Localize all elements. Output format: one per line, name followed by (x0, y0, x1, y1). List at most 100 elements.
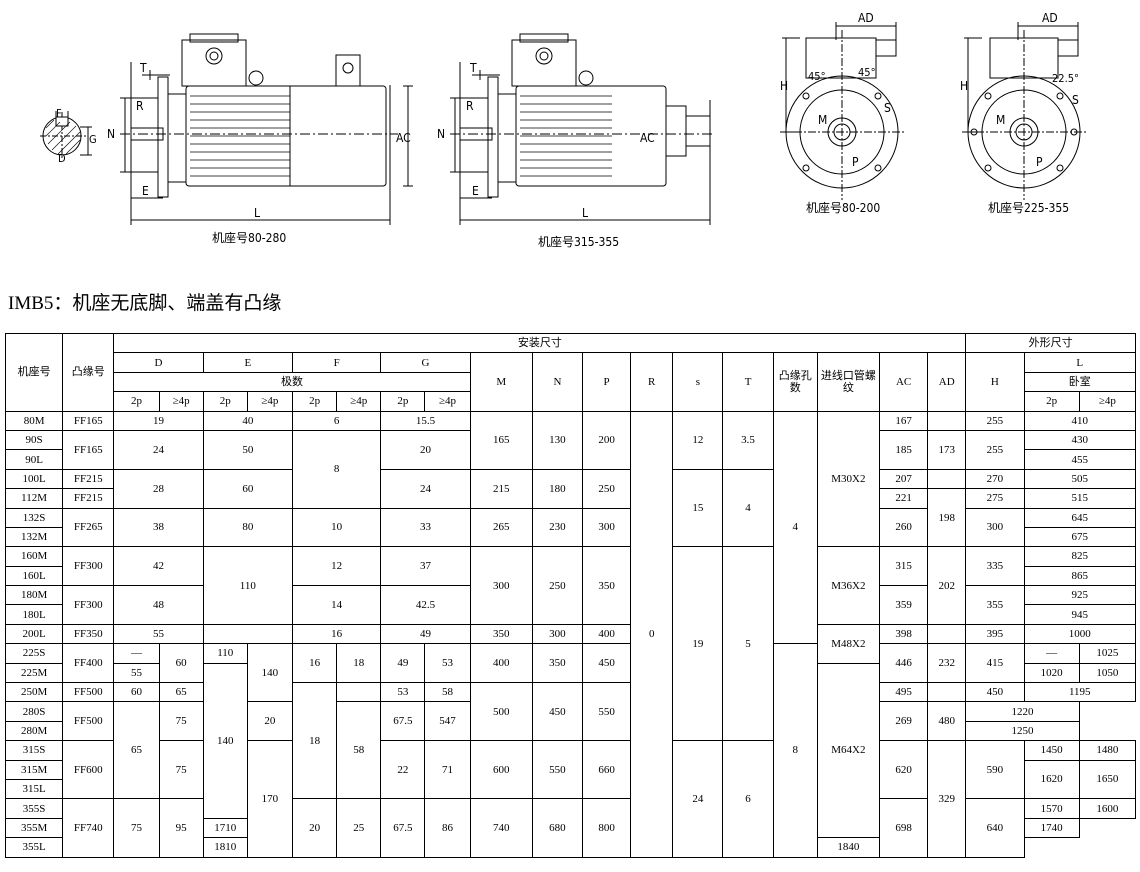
v3-caption: 机座号80-200 (806, 200, 880, 215)
D-cell: 28 (113, 468, 204, 509)
s-cell: 12 (672, 410, 724, 470)
F-cell: 6 (291, 410, 382, 431)
H-cell: 300 (965, 507, 1025, 548)
flange-cell: FF500 (62, 701, 115, 742)
N-cell: 130 (531, 410, 584, 470)
frame-cell: 355S (4, 798, 64, 819)
L-cell: 1195 (1023, 682, 1136, 703)
G-2p-cell: 53 (380, 682, 426, 703)
end-view-225-355: AD H M S P 22.5° 机座号225-355 (960, 11, 1088, 215)
L-cell: 825 (1023, 546, 1136, 567)
v4-label-AD: AD (1042, 11, 1058, 25)
header-flange: 凸缘号 (62, 333, 115, 412)
N-cell: 450 (531, 682, 584, 742)
header-thread: 进线口管螺纹 (816, 352, 881, 412)
header-install: 安装尺寸 (113, 332, 967, 354)
header-G-2p: 2p (380, 391, 426, 412)
G-cell: 24 (380, 468, 471, 509)
header-F-4p: ≥4p (336, 391, 382, 412)
frame-cell: 160L (4, 565, 64, 587)
M-cell: 500 (469, 682, 533, 742)
frame-cell: 132S (4, 507, 64, 528)
D-2p-cell: 55 (113, 662, 160, 684)
G-cell: 49 (380, 623, 471, 645)
v4-label-M: M (996, 113, 1005, 127)
v2-label-AC: AC (640, 131, 655, 145)
D-2p-cell: 60 (113, 682, 160, 703)
G-4p-cell: 86 (424, 798, 471, 858)
D-cell: 19 (113, 410, 204, 431)
H-cell: 270 (965, 468, 1025, 490)
L-cell: 430 (1023, 429, 1136, 451)
shaft-label-D: D (58, 152, 66, 165)
N-cell: 350 (531, 643, 584, 684)
flange-cell: FF215 (62, 488, 115, 509)
flange-cell: FF300 (62, 585, 115, 625)
shaft-label-F: F (56, 107, 62, 120)
thread-cell: M36X2 (816, 546, 881, 625)
M-cell: 400 (469, 643, 533, 684)
dimension-table: 机座号 凸缘号 安装尺寸 外形尺寸 D E F G M N P R s T 凸缘… (4, 332, 1137, 858)
F-cell: 10 (291, 507, 382, 548)
frame-cell: 355L (4, 837, 64, 858)
T-cell: 6 (722, 740, 774, 858)
P-cell: 660 (581, 740, 632, 800)
v1-label-N: N (107, 127, 115, 141)
T-cell: 5 (722, 546, 774, 742)
v4-label-P: P (1036, 155, 1043, 169)
M-cell: 600 (469, 740, 533, 800)
D-4p-cell: 95 (158, 798, 204, 858)
H-cell: 255 (965, 410, 1025, 431)
v1-caption: 机座号80-280 (212, 230, 286, 245)
E-cell: 40 (202, 410, 293, 431)
header-E-2p: 2p (202, 391, 248, 412)
header-AC: AC (879, 352, 929, 412)
AD-cell (927, 410, 967, 431)
flange-cell: FF215 (62, 468, 115, 490)
header-E-4p: ≥4p (246, 391, 293, 412)
thread-cell: M64X2 (816, 662, 881, 839)
v3-label-AD: AD (858, 11, 874, 25)
H-cell: 415 (965, 643, 1025, 684)
G-2p-cell: 49 (380, 643, 426, 684)
D-2p-cell: 75 (113, 798, 160, 858)
L-4p-cell: 1840 (816, 837, 881, 858)
AC-cell: 620 (879, 740, 929, 800)
D-cell: 55 (113, 623, 204, 645)
L-4p-cell: 1650 (1078, 759, 1137, 800)
frame-cell: 315S (4, 740, 64, 761)
frame-cell: 160M (4, 546, 64, 567)
G-4p-cell: 53 (424, 643, 471, 684)
v3-angle-2: 45° (858, 66, 876, 79)
E-cell: 60 (202, 468, 293, 509)
L-4p-cell: 1025 (1078, 643, 1137, 664)
frame-cell: 315M (4, 759, 64, 780)
E-cell: 110 (202, 546, 293, 625)
E-4p-cell: 170 (246, 740, 293, 858)
M-cell: 300 (469, 546, 533, 625)
F-2p-cell: 20 (291, 798, 338, 858)
thread-cell: M48X2 (816, 623, 881, 664)
E-cell: 50 (202, 429, 293, 470)
H-cell: 450 (965, 682, 1025, 703)
header-D-2p: 2p (113, 391, 160, 412)
v2-label-R: R (466, 99, 474, 113)
L-2p-cell: 1020 (1023, 662, 1080, 684)
frame-cell: 100L (4, 468, 64, 490)
header-D-4p: ≥4p (158, 391, 204, 412)
v4-angle-1: 22.5° (1052, 72, 1079, 85)
header-M: M (469, 352, 533, 412)
L-2p-cell: 1450 (1023, 740, 1080, 761)
F-4p-cell (336, 682, 382, 703)
D-4p-cell: 75 (158, 701, 204, 742)
D-4p-cell: 75 (158, 740, 204, 800)
AD-cell: 173 (927, 429, 967, 470)
AD-cell (927, 682, 967, 703)
v4-caption: 机座号225-355 (988, 200, 1069, 215)
E-2p-cell: 140 (202, 662, 248, 819)
v3-angle-1: 45° (808, 70, 826, 83)
G-cell: 33 (380, 507, 471, 548)
L-cell: 1250 (965, 720, 1080, 742)
header-flange-text: 凸缘号 (71, 366, 105, 379)
G-cell: 20 (380, 429, 471, 470)
